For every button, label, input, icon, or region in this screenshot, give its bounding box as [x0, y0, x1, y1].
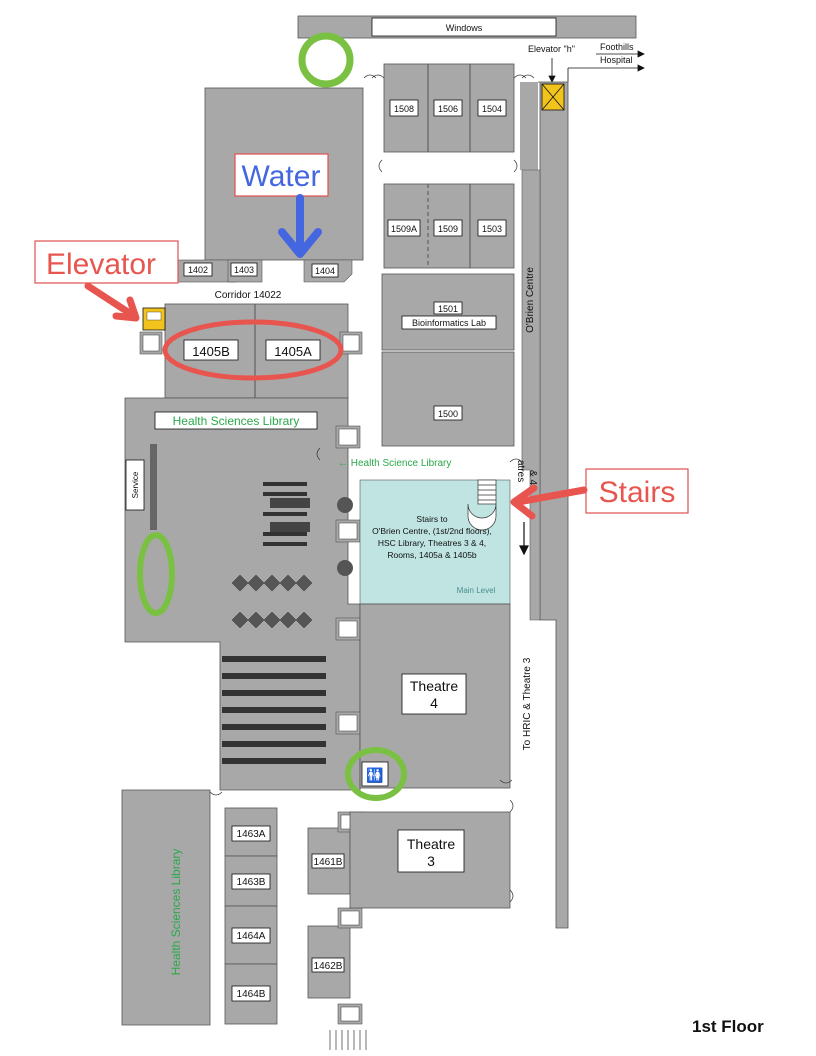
- room-1508-label: 1508: [394, 104, 414, 114]
- elevator-h-label: Elevator "h": [528, 44, 575, 54]
- service-shaft-icon: [335, 425, 361, 735]
- room-1509a-box[interactable]: [387, 219, 421, 237]
- stairs-text-4: Rooms, 1405a & 1405b: [387, 550, 477, 560]
- entrance-steps: [329, 1030, 367, 1050]
- theatre-4-label-2: 4: [430, 695, 438, 711]
- room-1464b-label[interactable]: 1464B: [237, 989, 266, 1000]
- library-green-highlight: [137, 532, 175, 616]
- study-tables: [263, 482, 307, 546]
- room-1504-label: 1504: [482, 104, 502, 114]
- foothills-label-1: Foothills: [600, 42, 634, 52]
- book-stacks: [222, 656, 326, 764]
- floor-label: 1st Floor: [692, 1017, 764, 1036]
- diamond-desks: [231, 574, 313, 629]
- room-1463a-label[interactable]: 1463A: [237, 829, 266, 840]
- stairs-text-2: O'Brien Centre, (1st/2nd floors),: [372, 526, 492, 536]
- room-1464a-label[interactable]: 1464A: [237, 931, 266, 942]
- theatre-3-box[interactable]: [397, 829, 465, 873]
- restroom-icon[interactable]: [361, 761, 389, 787]
- foothills-label-2: Hospital: [600, 55, 633, 65]
- theatre-3-label-2: 3: [427, 853, 435, 869]
- elevator-annotation-label: Elevator: [46, 248, 156, 281]
- room-1405a-box[interactable]: [265, 339, 321, 361]
- theatres-partial-2: & 4: [527, 470, 538, 485]
- room-1501-box[interactable]: [433, 301, 463, 315]
- room-1405b-box[interactable]: [183, 339, 239, 361]
- room-1508-box[interactable]: [389, 99, 419, 117]
- foothills-arrows: [548, 50, 645, 83]
- hsl-vertical-label: Health Sciences Library: [169, 849, 183, 976]
- service-bar: [150, 444, 157, 530]
- elevator-annotation-box: [34, 240, 179, 284]
- room-1500-label: 1500: [438, 409, 458, 419]
- room-1506-label: 1506: [438, 104, 458, 114]
- round-tables: [337, 497, 353, 576]
- library-main-floor: [124, 397, 361, 791]
- to-hric-label: To HRIC & Theatre 3: [522, 657, 533, 750]
- room-1461b-label[interactable]: 1461B: [314, 857, 343, 868]
- room-1405a-label: 1405A: [274, 344, 312, 359]
- room-1509-box[interactable]: [433, 219, 463, 237]
- room-1509a-label: 1509A: [391, 224, 417, 234]
- restroom-green-highlight: [345, 747, 407, 801]
- east-corridor-wall: [538, 81, 569, 929]
- block-1500: [381, 351, 515, 447]
- svg-text:🚻: 🚻: [366, 767, 383, 784]
- bioinformatics-label: Bioinformatics Lab: [412, 318, 486, 328]
- room-1506-box[interactable]: [433, 99, 463, 117]
- service-box: [125, 459, 145, 511]
- theatre-3-label-1: Theatre: [407, 836, 455, 852]
- down-arrow-icon: [519, 522, 529, 556]
- stairs-arrow-icon: [510, 484, 588, 520]
- east-wall-jag: [521, 169, 541, 621]
- obrien-centre-label: O'Brien Centre: [525, 267, 536, 333]
- obrien-corridor-wall-strip: [520, 82, 538, 170]
- corridor-label: Corridor 14022: [215, 290, 282, 301]
- room-1504-box[interactable]: [477, 99, 507, 117]
- room-1403-label: 1403: [234, 265, 254, 275]
- room-1509-label: 1509: [438, 224, 458, 234]
- stairs-annotation-label: Stairs: [599, 476, 676, 509]
- room-1405b-label: 1405B: [192, 344, 230, 359]
- theatres-partial-1: atres: [515, 460, 526, 482]
- desk-clusters: [270, 498, 310, 532]
- theatre-4-label-1: Theatre: [410, 678, 458, 694]
- door-swing-icon: [209, 74, 535, 903]
- main-level-label: Main Level: [457, 586, 496, 595]
- top-green-highlight: [298, 32, 354, 88]
- room-1463b-label[interactable]: 1463B: [237, 877, 266, 888]
- room-1501-label: 1501: [438, 304, 458, 314]
- windows-label: Windows: [446, 23, 483, 33]
- windows-label-box: [371, 17, 557, 37]
- room-1402-label: 1402: [188, 265, 208, 275]
- theatre-4-box[interactable]: [401, 673, 467, 715]
- service-label: Service: [131, 471, 140, 498]
- stairs-icon: [467, 479, 497, 531]
- hsl-arrow-label: ← Health Science Library: [338, 458, 451, 469]
- room-1503-label: 1503: [482, 224, 502, 234]
- meeting-rooms-highlight: [162, 319, 344, 381]
- water-arrow-icon: [278, 194, 322, 258]
- water-annotation-label: Water: [242, 160, 321, 193]
- south-wing: [121, 789, 211, 1026]
- elevator-arrow-icon: [84, 282, 140, 322]
- room-1503-box[interactable]: [477, 219, 507, 237]
- hsl-sign-box: [154, 411, 318, 430]
- bioinformatics-box[interactable]: [401, 315, 497, 330]
- stairs-text-1: Stairs to: [416, 514, 447, 524]
- room-1462b-label[interactable]: 1462B: [314, 961, 343, 972]
- room-1500-box[interactable]: [433, 405, 463, 421]
- room-1404-label: 1404: [315, 266, 335, 276]
- stairs-text-3: HSC Library, Theatres 3 & 4,: [378, 538, 486, 548]
- service-shaft-icon: [139, 331, 363, 355]
- water-annotation-box: [234, 153, 329, 197]
- hsl-sign-label: Health Sciences Library: [173, 414, 300, 428]
